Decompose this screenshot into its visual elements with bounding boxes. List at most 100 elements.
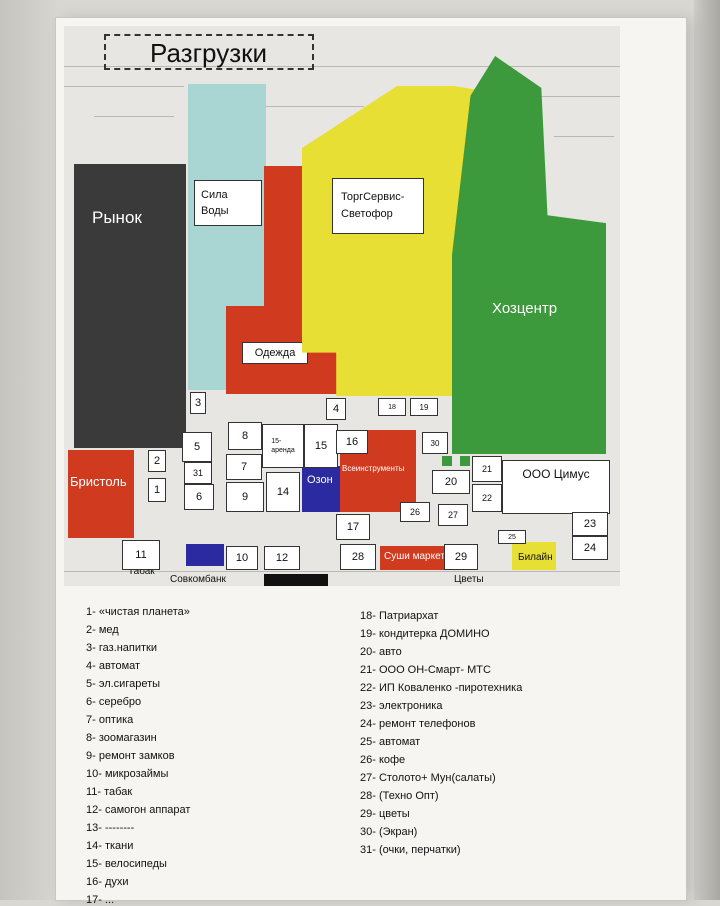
legend-item: 17- ... [86, 894, 115, 906]
legend-item: 3- газ.напитки [86, 642, 157, 654]
bristol-label: Бристоль [70, 474, 127, 489]
legend-item: 24- ремонт телефонов [360, 718, 476, 730]
legend-item: 14- ткани [86, 840, 134, 852]
stall-3: 3 [190, 392, 206, 414]
legend-item: 19- кондитерка ДОМИНО [360, 628, 490, 640]
odezhda-label: Одежда [254, 347, 296, 359]
stall-1: 1 [148, 478, 166, 502]
unloading-zone: Разгрузки [104, 34, 314, 70]
legend-item: 15- велосипеды [86, 858, 167, 870]
stall-26: 26 [400, 502, 430, 522]
legend-item: 20- авто [360, 646, 402, 658]
legend-item: 2- мед [86, 624, 119, 636]
plan-line [534, 96, 620, 97]
stall-24: 24 [572, 536, 608, 560]
stall-15: 15 [304, 424, 338, 468]
stall-5: 5 [182, 432, 212, 462]
stall-29: 29 [444, 544, 478, 570]
legend-item: 31- (очки, перчатки) [360, 844, 461, 856]
stall-12: 12 [264, 546, 300, 570]
zone-bilain: Билайн [512, 542, 556, 570]
vseinstrumenty-label: Всеинструменты [342, 464, 405, 473]
green-marker [442, 456, 452, 466]
stall-2: 2 [148, 450, 166, 472]
sila-vody-label: Сила Воды [201, 189, 229, 217]
stall-14: 14 [266, 472, 300, 512]
stall-9: 9 [226, 482, 264, 512]
legend-item: 18- Патриархат [360, 610, 439, 622]
rynok-label: Рынок [92, 208, 142, 227]
zone-sovkombank-blue [186, 544, 224, 566]
stall-27: 27 [438, 504, 468, 526]
zone-red-column [264, 166, 302, 314]
torgservis-label-box: ТоргСервис- Светофор [332, 178, 424, 234]
zone-rynok: Рынок [74, 164, 186, 448]
tabak-label: Табак [128, 566, 155, 577]
stall-25: 25 [498, 530, 526, 544]
legend-item: 29- цветы [360, 808, 410, 820]
legend-item: 16- духи [86, 876, 129, 888]
legend-item: 1- «чистая планета» [86, 606, 190, 618]
legend-item: 22- ИП Коваленко -пиротехника [360, 682, 523, 694]
legend-item: 25- автомат [360, 736, 421, 748]
plan-line [554, 136, 614, 137]
plan-line [94, 116, 174, 117]
torgservis-label: ТоргСервис- Светофор [341, 191, 405, 220]
bilain-label: Билайн [518, 552, 553, 563]
page-edge [694, 0, 720, 900]
legend-item: 12- самогон аппарат [86, 804, 191, 816]
legend-item: 4- автомат [86, 660, 141, 672]
background-left [0, 0, 56, 900]
ozon-label: Озон [307, 474, 333, 486]
stall-20: 20 [432, 470, 470, 494]
stall-23: 23 [572, 512, 608, 536]
plan-line [64, 66, 620, 67]
odezhda-label-box: Одежда [242, 342, 308, 364]
unloading-label: Разгрузки [150, 38, 268, 68]
stall-8: 8 [228, 422, 262, 450]
floor-plan: Разгрузки Рынок Сила Воды Одежда ТоргСер… [64, 26, 620, 586]
stall-28: 28 [340, 544, 376, 570]
khozcentr-label: Хозцентр [492, 300, 558, 317]
legend-item: 10- микрозаймы [86, 768, 169, 780]
plan-line [64, 571, 620, 572]
cvety-label: Цветы [454, 574, 484, 585]
stall-7: 7 [226, 454, 262, 480]
stall-15-arenda: 15- аренда [262, 424, 304, 468]
stall-16: 16 [336, 430, 368, 454]
sushi-label: Суши маркет [384, 551, 445, 562]
redacted-bar [264, 574, 328, 586]
stall-4: 4 [326, 398, 346, 420]
zone-ozon: Озон [302, 466, 340, 512]
legend-item: 30- (Экран) [360, 826, 418, 838]
stall-22: 22 [472, 484, 502, 512]
legend-item: 27- Столото+ Мун(салаты) [360, 772, 496, 784]
zone-bristol: Бристоль [68, 450, 134, 538]
zone-khozcentr [452, 56, 606, 454]
stall-17: 17 [336, 514, 370, 540]
legend-item: 5- эл.сигареты [86, 678, 161, 690]
ooo-cimus-label: ООО Цимус [522, 467, 590, 481]
legend-item: 8- зоомагазин [86, 732, 157, 744]
legend-item: 21- ООО ОН-Смарт- МТС [360, 664, 491, 676]
stall-31: 31 [184, 462, 212, 484]
legend-item: 7- оптика [86, 714, 134, 726]
legend-item: 23- электроника [360, 700, 443, 712]
stall-10: 10 [226, 546, 258, 570]
legend-item: 13- -------- [86, 822, 135, 834]
stall-6: 6 [184, 484, 214, 510]
stall-21: 21 [472, 456, 502, 482]
stall-18: 18 [378, 398, 406, 416]
plan-line [64, 86, 184, 87]
legend-item: 28- (Техно Опт) [360, 790, 439, 802]
ooo-cimus-box: ООО Цимус [502, 460, 610, 514]
stall-30: 30 [422, 432, 448, 454]
green-marker [460, 456, 470, 466]
legend-item: 26- кофе [360, 754, 406, 766]
stall-11: 11 [122, 540, 160, 570]
plan-line [264, 106, 364, 107]
sila-vody-label-box: Сила Воды [194, 180, 262, 226]
legend-item: 9- ремонт замков [86, 750, 175, 762]
arenda-label: 15- аренда [271, 438, 295, 454]
sovkombank-label: Совкомбанк [170, 574, 226, 585]
